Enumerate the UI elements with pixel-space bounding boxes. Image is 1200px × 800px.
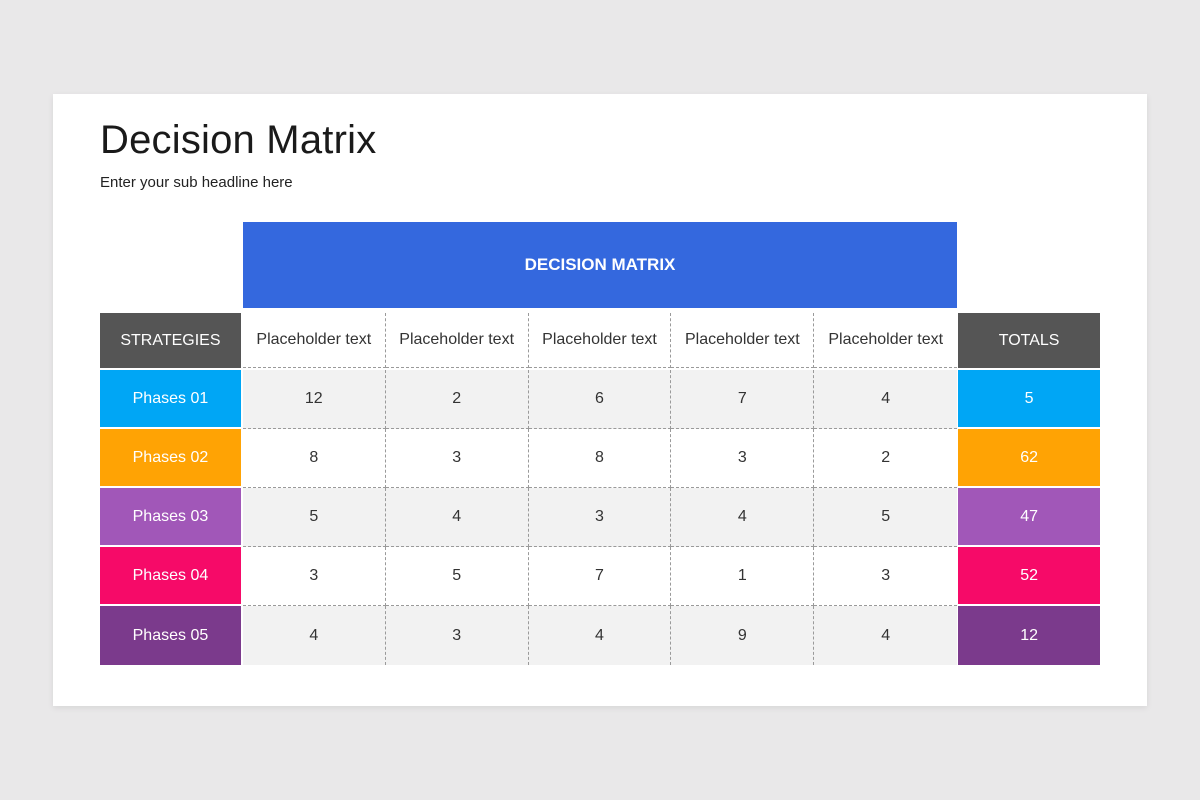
phase-label: Phases 02 [100,429,241,488]
table-cell: 7 [528,547,672,606]
table-cell: 5 [814,488,958,547]
table-header-row: STRATEGIES Placeholder text Placeholder … [100,313,1101,368]
table-cell: 4 [814,370,958,429]
table-cell: 8 [528,429,672,488]
table-cell: 4 [671,488,815,547]
row-total: 5 [958,370,1101,429]
table-cell: 4 [528,606,672,665]
phase-label: Phases 04 [100,547,241,606]
table-cell: 4 [385,488,529,547]
header-strategies: STRATEGIES [100,313,241,368]
page-subtitle: Enter your sub headline here [100,174,293,191]
table-cell: 2 [814,429,958,488]
decision-matrix-table: STRATEGIES Placeholder text Placeholder … [100,313,1101,665]
table-cell: 4 [242,606,386,665]
table-row: Phases 03 5 4 3 4 5 47 [100,488,1101,547]
phase-label: Phases 03 [100,488,241,547]
table-cell: 3 [385,429,529,488]
page-title: Decision Matrix [100,118,377,162]
header-col-3: Placeholder text [528,313,672,368]
table-row: Phases 05 4 3 4 9 4 12 [100,606,1101,665]
row-total: 47 [958,488,1101,547]
header-col-5: Placeholder text [814,313,958,368]
table-row: Phases 02 8 3 8 3 2 62 [100,429,1101,488]
row-total: 62 [958,429,1101,488]
table-cell: 2 [385,370,529,429]
header-totals: TOTALS [958,313,1101,368]
table-cell: 5 [385,547,529,606]
table-cell: 3 [242,547,386,606]
table-cell: 3 [385,606,529,665]
table-cell: 3 [528,488,672,547]
table-cell: 9 [671,606,815,665]
header-col-1: Placeholder text [242,313,386,368]
phase-label: Phases 05 [100,606,241,665]
table-cell: 3 [671,429,815,488]
matrix-banner: DECISION MATRIX [243,222,957,308]
table-cell: 6 [528,370,672,429]
table-row: Phases 04 3 5 7 1 3 52 [100,547,1101,606]
table-cell: 1 [671,547,815,606]
table-cell: 4 [814,606,958,665]
table-cell: 12 [242,370,386,429]
table-cell: 8 [242,429,386,488]
header-col-2: Placeholder text [385,313,529,368]
matrix-banner-label: DECISION MATRIX [524,255,676,274]
table-cell: 3 [814,547,958,606]
header-col-4: Placeholder text [671,313,815,368]
row-total: 12 [958,606,1101,665]
row-total: 52 [958,547,1101,606]
slide-card: Decision Matrix Enter your sub headline … [53,94,1147,706]
table-cell: 5 [242,488,386,547]
table-row: Phases 01 12 2 6 7 4 5 [100,370,1101,429]
table-cell: 7 [671,370,815,429]
phase-label: Phases 01 [100,370,241,429]
